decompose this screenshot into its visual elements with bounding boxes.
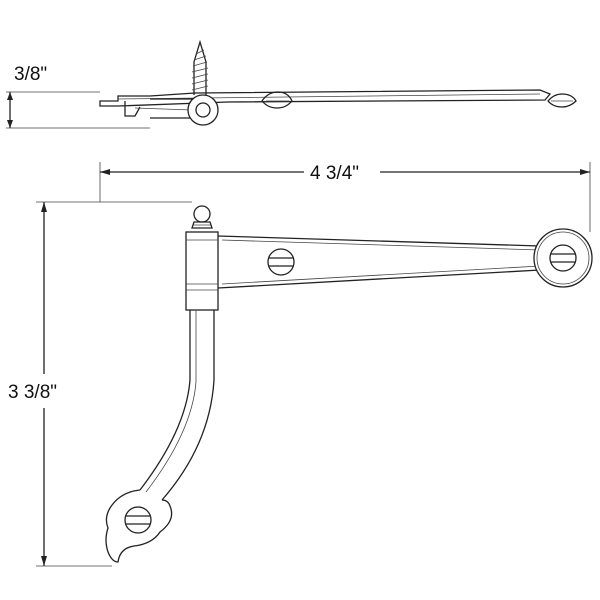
screw-icon bbox=[124, 506, 152, 534]
side-view bbox=[99, 39, 577, 126]
screw-icon bbox=[191, 39, 209, 95]
screw-icon bbox=[549, 244, 577, 272]
dimension-height: 3 3/8" bbox=[4, 201, 192, 567]
front-view bbox=[105, 205, 593, 563]
dimension-width: 4 3/4" bbox=[99, 162, 591, 232]
screw-icon bbox=[267, 248, 295, 276]
dimension-thickness: 3/8" bbox=[6, 64, 150, 129]
width-label: 4 3/4" bbox=[310, 163, 359, 184]
thickness-label: 3/8" bbox=[14, 64, 47, 85]
height-label: 3 3/8" bbox=[8, 382, 57, 403]
